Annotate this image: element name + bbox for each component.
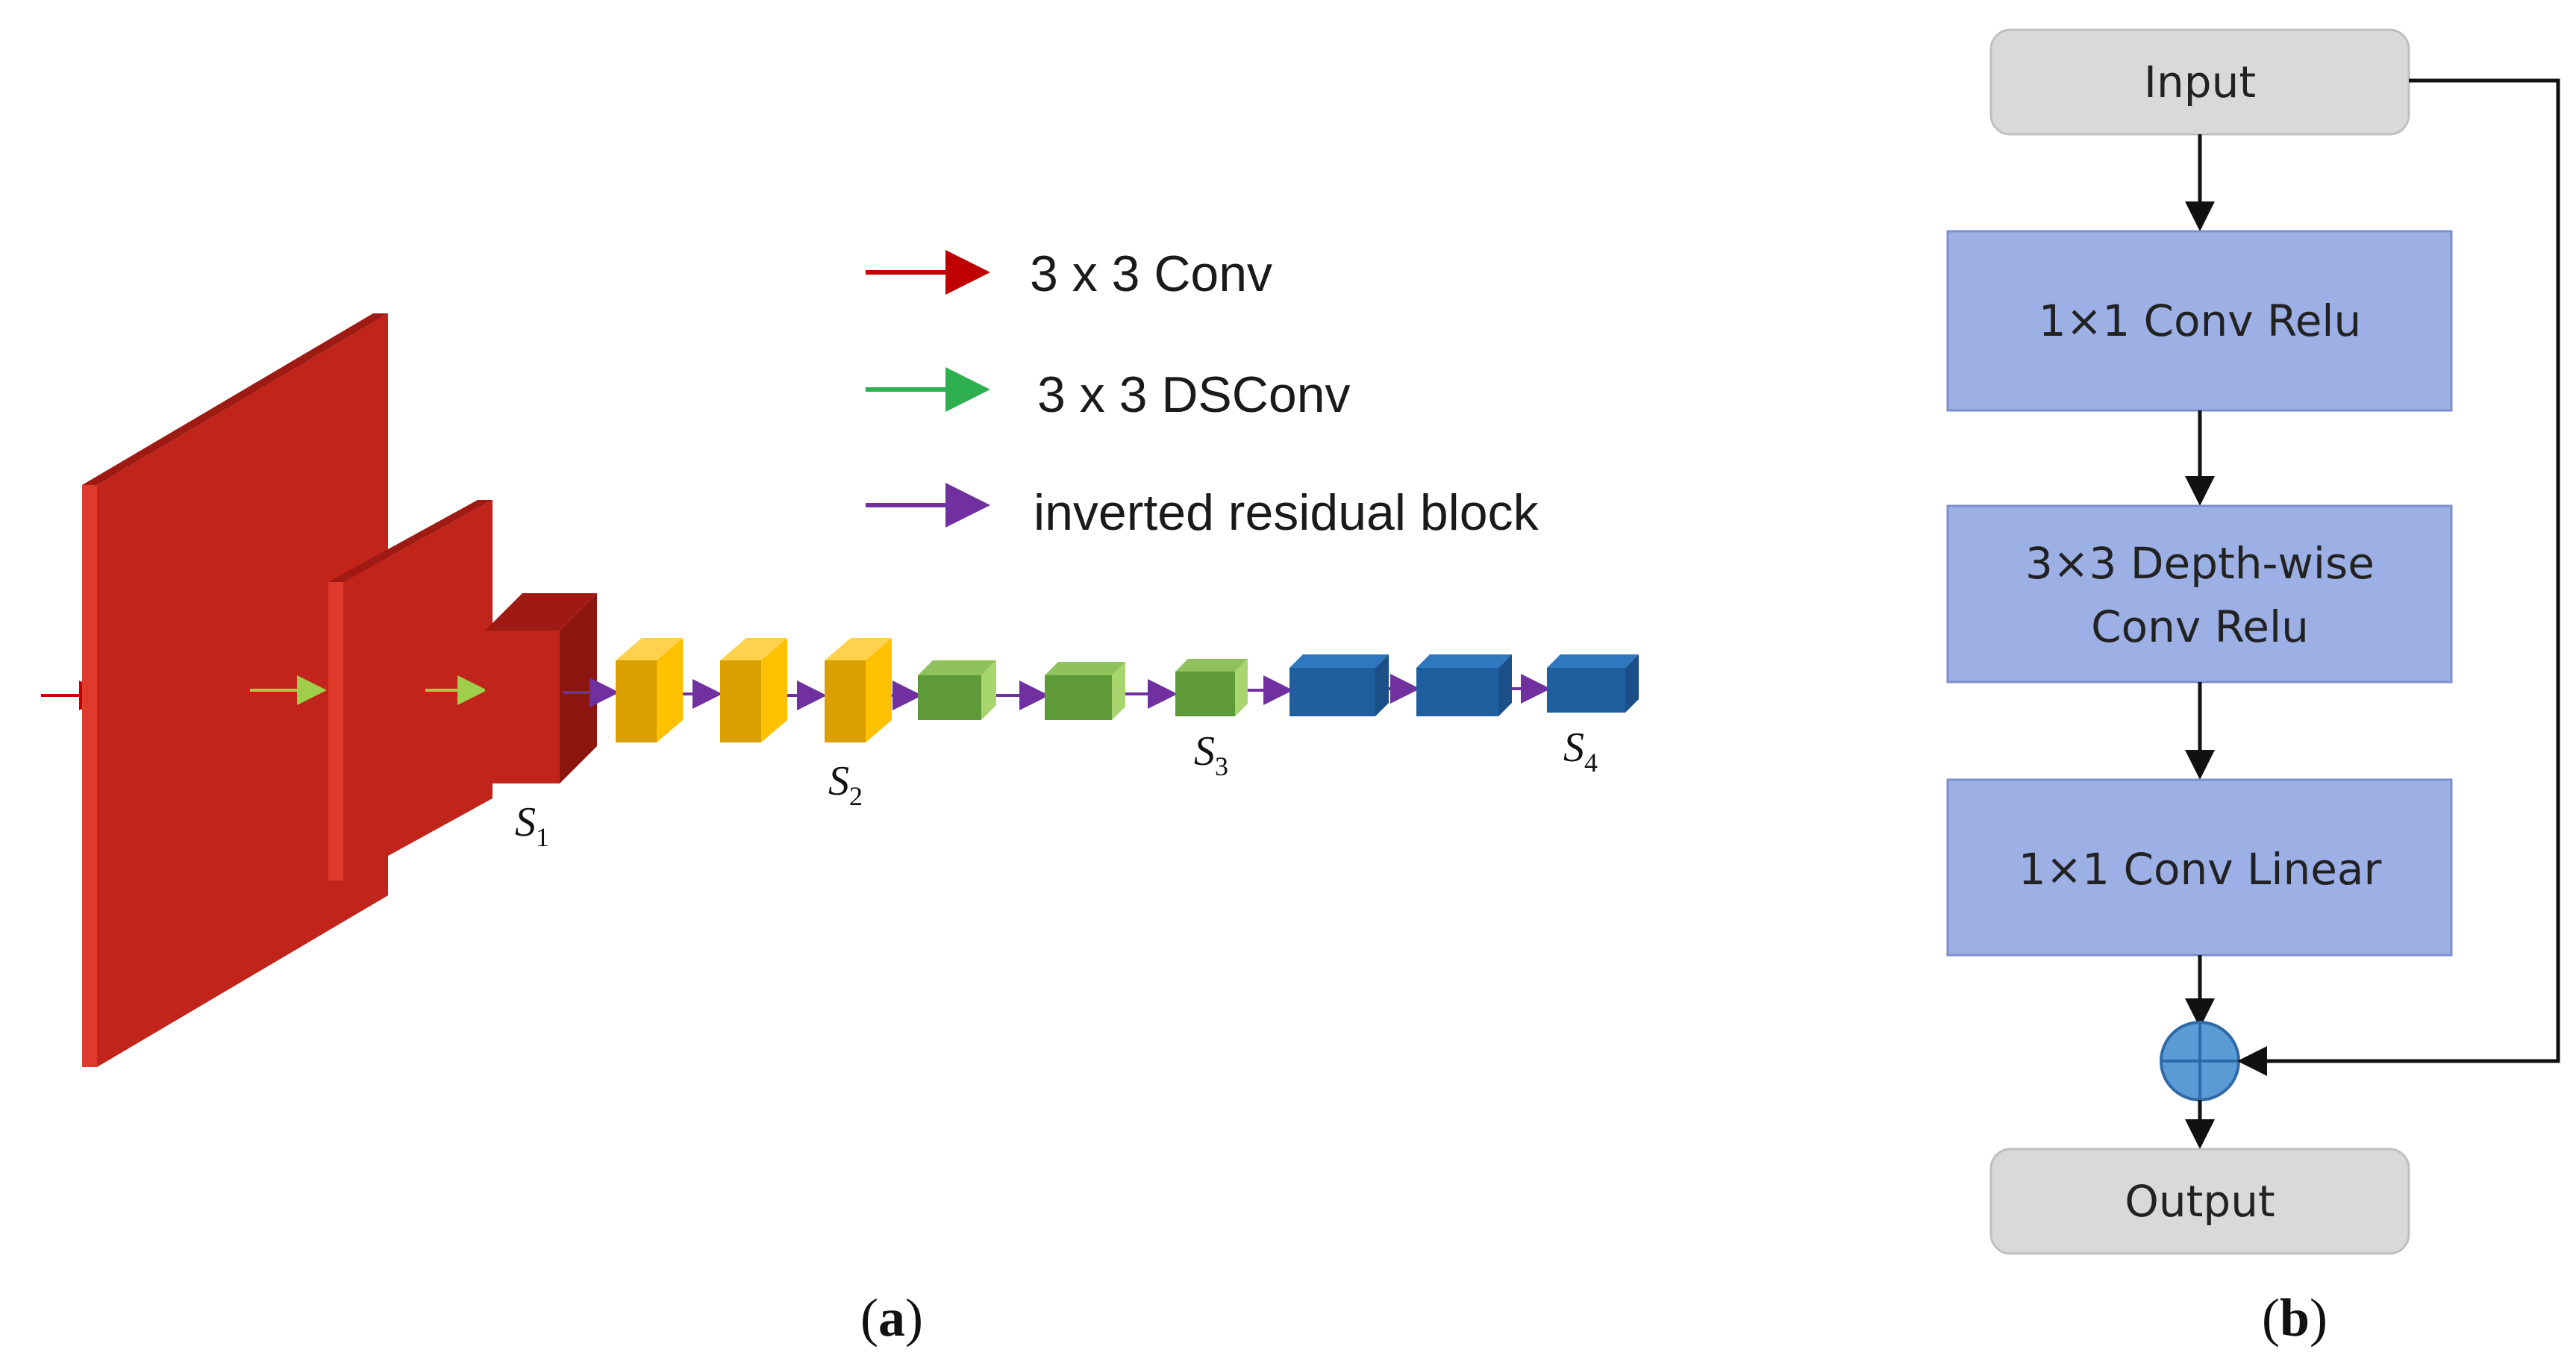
conv-block-1	[82, 313, 388, 1067]
legend: 3 x 3 Conv 3 x 3 DSConv inverted residua…	[866, 245, 1539, 541]
add-node-icon	[2160, 1021, 2240, 1101]
conv-block-2	[328, 500, 493, 880]
legend-conv-label: 3 x 3 Conv	[1030, 245, 1272, 302]
depthwise-box	[1946, 504, 2453, 683]
conv1x1-relu-box	[1946, 230, 2453, 412]
green-block-1	[918, 660, 996, 720]
panel-a: S1 S2 S3 S4 3 x 3 Conv 3 x 3 DSConv inve…	[41, 245, 1639, 1348]
blue-block-3	[1547, 654, 1639, 713]
stage-label-s2: S2	[828, 758, 863, 811]
stage-label-s1: S1	[515, 799, 549, 852]
conv1x1-linear-box	[1946, 778, 2453, 957]
skip-connection	[2237, 78, 2560, 1076]
blue-block-1	[1289, 654, 1389, 716]
green-block-2	[1045, 662, 1125, 720]
panel-b: Input 1×1 Conv Relu 3×3 Depth-wise Conv …	[1946, 28, 2560, 1348]
yellow-block-3	[825, 638, 892, 742]
depthwise-label-line1: 3×3 Depth-wise	[2025, 538, 2375, 589]
output-box	[1989, 1148, 2410, 1255]
yellow-block-2	[720, 638, 787, 742]
caption-b: (b)	[2262, 1288, 2328, 1348]
conv1x1-linear-label: 1×1 Conv Linear	[2019, 844, 2382, 895]
conv1x1-relu-label: 1×1 Conv Relu	[2039, 295, 2362, 346]
stage-label-s4: S4	[1563, 725, 1598, 778]
caption-a: (a)	[860, 1288, 923, 1348]
input-label: Input	[2144, 57, 2256, 107]
output-label: Output	[2125, 1176, 2275, 1227]
legend-irb-label: inverted residual block	[1034, 484, 1539, 541]
depthwise-label-line2: Conv Relu	[2091, 601, 2309, 652]
blue-block-2	[1416, 654, 1512, 716]
stage-label-s3: S3	[1194, 728, 1228, 781]
legend-dsconv-label: 3 x 3 DSConv	[1037, 366, 1351, 423]
yellow-block-1	[616, 638, 683, 742]
green-block-3	[1175, 659, 1248, 716]
conv-block-3	[485, 593, 597, 783]
